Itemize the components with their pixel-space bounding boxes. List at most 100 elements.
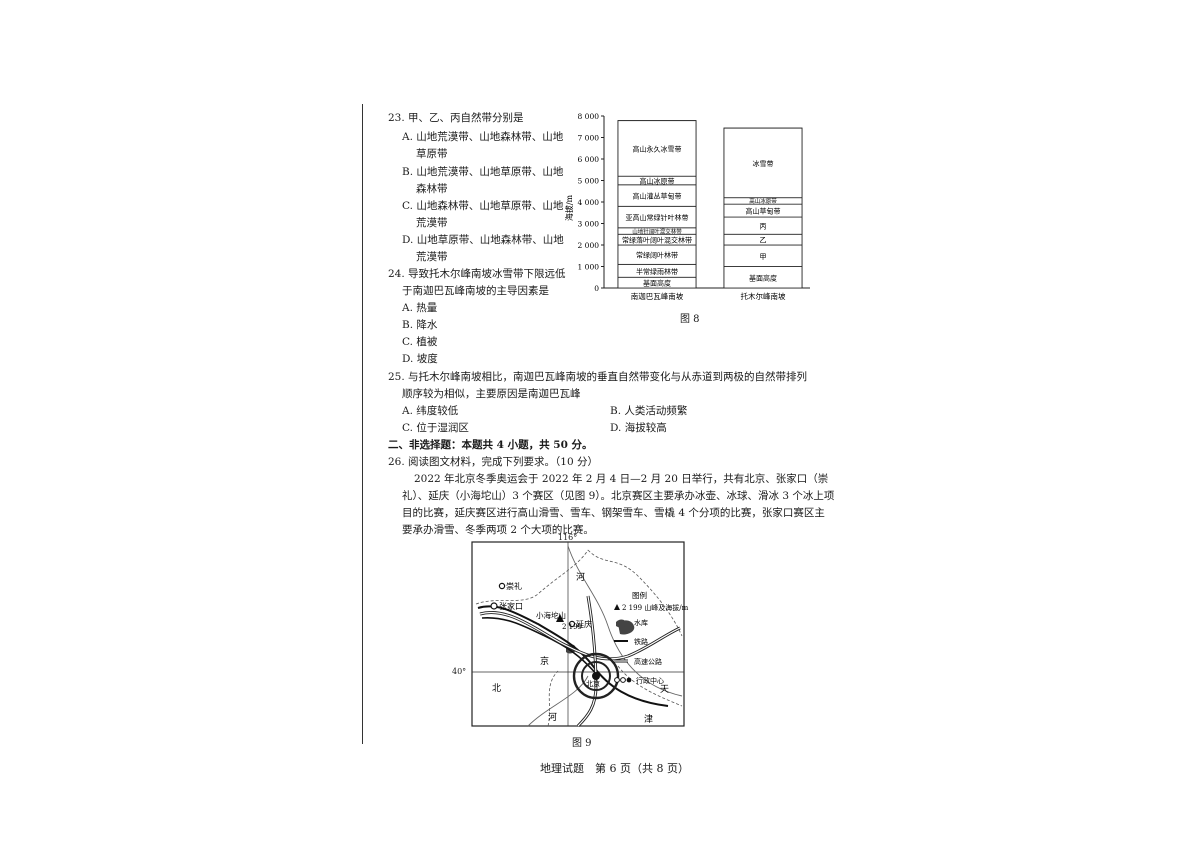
altitude-band-label: 乙: [760, 237, 767, 245]
legend-reservoir-icon: [616, 619, 626, 628]
label-jin: 津: [644, 714, 653, 725]
page-divider: [362, 104, 363, 744]
altitude-band-label: 基面高度: [643, 279, 671, 288]
q25-option-b: B. 人类活动频繁: [610, 405, 688, 417]
y-tick-label: 1 000: [578, 263, 600, 272]
province-border: [475, 549, 683, 727]
q25-option-a: A. 纬度较低: [402, 405, 459, 417]
river-lines: [527, 545, 683, 727]
map-latitude-label: 40°: [452, 667, 467, 676]
ring-road-outer: [572, 652, 620, 700]
legend-reservoir: 水库: [634, 618, 648, 627]
q25-stem-cont: 顺序较为相似，主要原因是南迦巴瓦峰: [402, 388, 581, 400]
page-footer: 地理试题 第 6 页（共 8 页）: [540, 762, 689, 775]
q23-option-a-cont: 草原带: [416, 148, 448, 160]
label-north: 北: [492, 683, 501, 694]
highway-inner-2: [577, 595, 597, 727]
category-label: 托木尔峰南坡: [741, 291, 786, 301]
legend-highway: 高速公路: [634, 657, 662, 666]
altitude-band-label: 常绿落叶阔叶混交林带: [622, 236, 692, 245]
q24-option-a: A. 热量: [402, 302, 438, 314]
railway-line: [477, 605, 669, 707]
q26-material-line2: 礼）、延庆（小海坨山）3 个赛区（见图 9）。北京赛区主要承办冰壶、冰球、滑冰 …: [402, 490, 835, 502]
q23-option-b: B. 山地荒漠带、山地草原带、山地: [402, 166, 564, 178]
altitude-band: [617, 120, 697, 177]
q24-stem: 24. 导致托木尔峰南坡冰雪带下限远低: [388, 268, 566, 280]
altitude-band-label: 高山冰原带: [749, 197, 777, 205]
y-tick-label: 6 000: [578, 155, 600, 164]
q24-option-c: C. 植被: [402, 336, 438, 348]
label-chongli: 崇礼: [506, 581, 522, 591]
map-frame: [471, 541, 685, 727]
q26-material-line4: 要承办滑雪、冬季两项 2 个大项的比赛。: [402, 524, 594, 536]
y-axis-label: 海拔/m: [564, 194, 574, 221]
altitude-band-label: 甲: [760, 253, 767, 261]
altitude-band-label: 亚高山常绿针叶林带: [626, 213, 689, 222]
ring-road-inner: [581, 661, 611, 691]
label-river-bottom: 河: [548, 711, 557, 723]
y-tick-label: 3 000: [578, 220, 600, 229]
q23-stem: 23. 甲、乙、丙自然带分别是: [388, 112, 524, 124]
q24-option-d: D. 坡度: [402, 353, 438, 365]
figure-9-caption: 图 9: [572, 738, 592, 749]
figure-8-caption: 图 8: [680, 314, 700, 325]
center-zhangjiakou: [490, 602, 498, 610]
legend-rail: 铁路: [634, 637, 648, 646]
label-xiaohaituo: 小海坨山: [536, 610, 566, 620]
q23-option-d: D. 山地草原带、山地森林带、山地: [402, 234, 564, 246]
q25-option-c: C. 位于湿润区: [402, 422, 469, 434]
legend-center-icon-3: [626, 677, 632, 683]
altitude-band-label: 高山永久冰雪带: [633, 144, 682, 153]
label-beijing: 北京: [586, 679, 600, 688]
y-tick-label: 5 000: [578, 177, 600, 186]
center-beijing: [592, 672, 600, 680]
q23-option-b-cont: 森林带: [416, 183, 448, 195]
q25-stem: 25. 与托木尔峰南坡相比，南迦巴瓦峰南坡的垂直自然带变化与从赤道到两极的自然带…: [388, 371, 808, 383]
label-yanqing: 延庆: [576, 619, 592, 629]
map-longitude-label: 116°: [558, 533, 578, 542]
q23-option-d-cont: 荒漠带: [416, 251, 448, 263]
y-tick-label: 7 000: [578, 134, 600, 143]
altitude-band-label: 冰雪带: [753, 159, 774, 168]
q23-option-c: C. 山地森林带、山地草原带、山地: [402, 200, 564, 212]
legend-peak-icon: [614, 604, 620, 610]
category-label: 南迦巴瓦峰南坡: [631, 291, 684, 301]
figure-8-altitude-chart: 0 1 000 2 000 3 000 4 000 5 000 6 000 7 000 8 00…: [564, 112, 810, 301]
q24-option-b: B. 降水: [402, 319, 438, 331]
y-tick-label: 0: [594, 284, 599, 293]
legend-center-icon-2: [620, 677, 626, 683]
q23-option-c-cont: 荒漠带: [416, 217, 448, 229]
label-tian: 天: [660, 685, 669, 695]
altitude-band-label: 常绿阔叶林带: [636, 251, 678, 260]
q26-stem: 26. 阅读图文材料，完成下列要求。（10 分）: [388, 456, 598, 468]
section-two-heading: 二、非选择题：本题共 4 小题，共 50 分。: [388, 439, 593, 451]
center-yanqing: [568, 620, 576, 628]
label-zhangjiakou: 张家口: [499, 601, 523, 611]
altitude-band-label: 基面高度: [749, 273, 777, 282]
q24-stem-cont: 于南迦巴瓦峰南坡的主导因素是: [402, 285, 549, 297]
q23-option-a: A. 山地荒漠带、山地森林带、山地: [402, 131, 564, 143]
altitude-band-label: 高山灌丛草甸带: [633, 192, 682, 201]
legend-peak: 2 199 山峰及海拔/m: [622, 603, 689, 612]
q25-option-d: D. 海拔较高: [610, 422, 667, 434]
figure-9-map: 崇礼 张家口 小海坨山 2 199 延庆 河 北 河 京 天 津 北京 图例 2…: [471, 541, 689, 728]
label-peak-height: 2 199: [562, 623, 582, 631]
altitude-band: [723, 127, 803, 199]
y-tick-label: 4 000: [578, 198, 600, 207]
legend-center-icon-1: [614, 677, 620, 683]
q26-material-line3: 目的比赛，延庆赛区进行高山滑雪、雪车、钢架雪车、雪橇 4 个分项的比赛，张家口赛…: [402, 507, 825, 519]
altitude-band-label: 山地针阔叶混交林带: [632, 227, 682, 235]
altitude-band-label: 高山草甸带: [746, 207, 781, 216]
altitude-band-label: 丙: [760, 223, 767, 231]
legend-center: 行政中心: [636, 676, 664, 685]
altitude-band-label: 高山冰原带: [640, 177, 675, 186]
legend-title: 图例: [632, 590, 647, 600]
altitude-band-label: 半常绿雨林带: [636, 267, 678, 276]
center-chongli: [498, 582, 506, 590]
peak-symbol: [556, 614, 564, 622]
y-tick-label: 2 000: [578, 241, 600, 250]
y-tick-label: 8 000: [578, 112, 600, 121]
label-jing: 京: [540, 655, 549, 667]
highway-inner: [479, 611, 681, 660]
label-river-top: 河: [576, 571, 585, 583]
